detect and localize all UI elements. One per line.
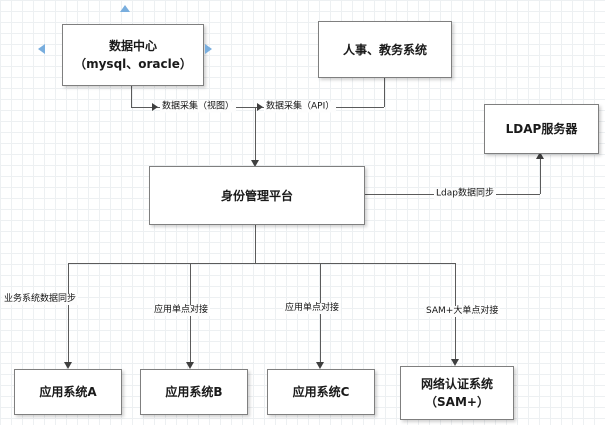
node-identity-platform[interactable]: 身份管理平台 xyxy=(149,166,365,225)
edge-label-collect-view[interactable]: 数据采集（视图） xyxy=(160,101,237,113)
connector-datacenter-down[interactable] xyxy=(131,84,132,107)
edge-label-sso-c[interactable]: 应用单点对接 xyxy=(283,303,342,314)
node-data-center-line1: 数据中心 xyxy=(108,39,157,53)
autoconnect-right-icon[interactable] xyxy=(205,44,212,54)
node-app-c[interactable]: 应用系统C xyxy=(267,369,375,415)
edge-label-collect-api[interactable]: 数据采集（API） xyxy=(264,101,337,113)
arrowhead-into-network-auth xyxy=(451,359,459,366)
arrowhead-collect-api xyxy=(257,103,263,111)
connector-to-app-a[interactable] xyxy=(68,263,69,362)
arrowhead-into-app-b xyxy=(186,362,194,369)
connector-bottom-horizontal[interactable] xyxy=(68,263,455,264)
arrowhead-into-app-c xyxy=(316,362,324,369)
connector-platform-down[interactable] xyxy=(255,223,256,263)
node-app-b[interactable]: 应用系统B xyxy=(140,369,248,415)
node-network-auth-line2: （SAM+） xyxy=(425,395,489,409)
autoconnect-up-icon[interactable] xyxy=(120,5,130,12)
node-data-center-line2: （mysql、oracle） xyxy=(74,57,192,71)
node-data-center[interactable]: 数据中心 （mysql、oracle） xyxy=(62,24,204,86)
node-app-a[interactable]: 应用系统A xyxy=(14,369,122,415)
arrowhead-into-app-a xyxy=(64,362,72,369)
edge-label-biz-data-sync[interactable]: 业务系统数据同步 xyxy=(2,294,79,305)
autoconnect-left-icon[interactable] xyxy=(38,44,45,54)
edge-label-ldap-sync[interactable]: Ldap数据同步 xyxy=(434,188,496,200)
node-ldap-server-label: LDAP服务器 xyxy=(505,122,578,136)
node-app-c-label: 应用系统C xyxy=(292,385,350,399)
edge-label-sso-b[interactable]: 应用单点对接 xyxy=(152,305,211,316)
arrowhead-into-ldap xyxy=(536,152,544,159)
node-app-a-label: 应用系统A xyxy=(39,385,97,399)
node-network-auth-line1: 网络认证系统 xyxy=(420,377,493,391)
connector-collect-to-platform[interactable] xyxy=(255,107,256,160)
node-network-auth[interactable]: 网络认证系统 （SAM+） xyxy=(400,366,514,420)
node-ldap-server[interactable]: LDAP服务器 xyxy=(484,104,599,154)
node-identity-platform-label: 身份管理平台 xyxy=(220,188,293,203)
connector-hr-down[interactable] xyxy=(384,76,385,107)
arrowhead-collect-view xyxy=(152,103,158,111)
node-hr-system-label: 人事、教务系统 xyxy=(342,42,427,57)
arrowhead-into-platform xyxy=(251,160,259,167)
edge-label-sam-sso[interactable]: SAM+大单点对接 xyxy=(424,306,501,317)
connector-platform-ldap-vertical[interactable] xyxy=(540,159,541,194)
node-hr-system[interactable]: 人事、教务系统 xyxy=(318,21,452,78)
node-app-b-label: 应用系统B xyxy=(165,385,223,399)
